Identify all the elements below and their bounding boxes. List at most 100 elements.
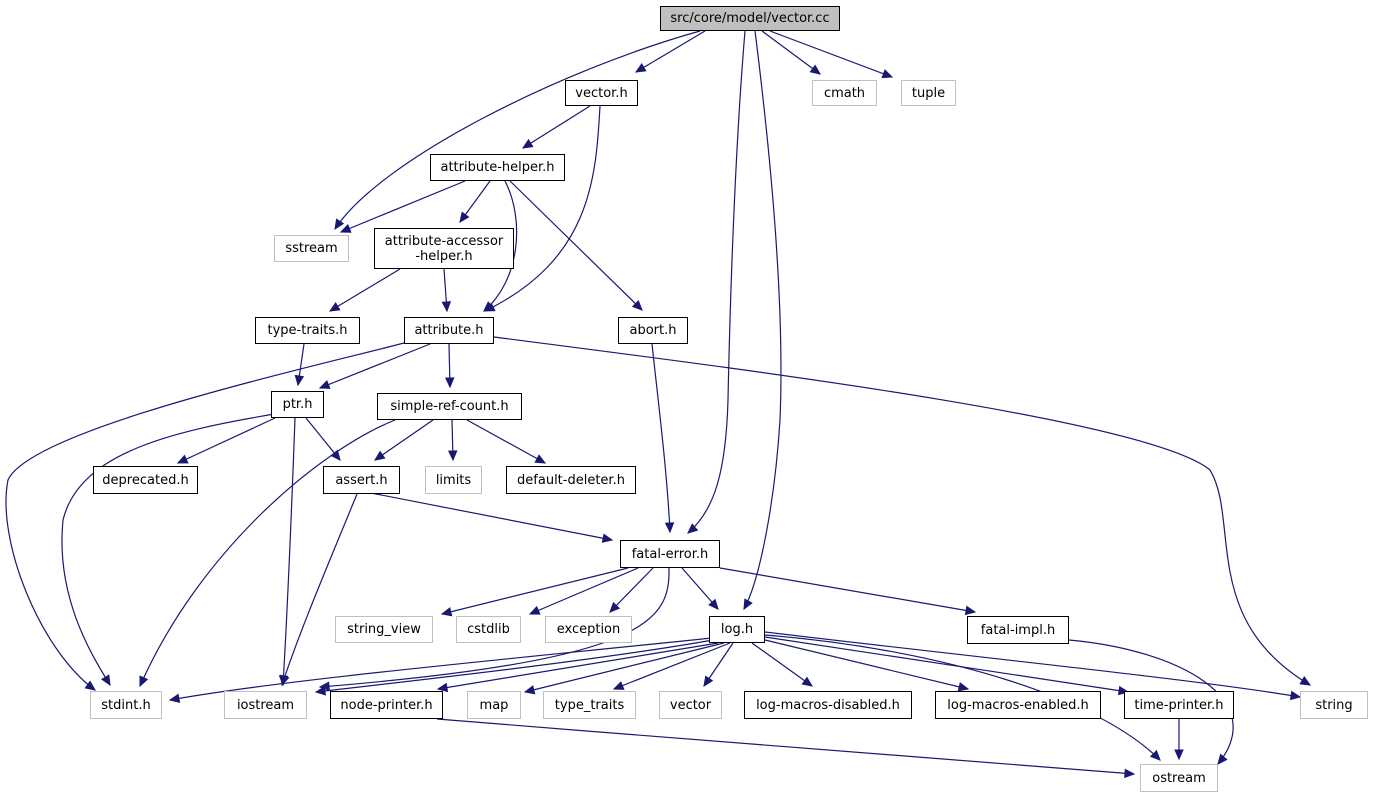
arrowhead-vector-h-to-attribute-helper-h bbox=[521, 138, 534, 149]
node-assert-h[interactable]: assert.h bbox=[323, 466, 400, 494]
edge-fatal-error-h-to-exception bbox=[609, 567, 654, 613]
arrowhead-simple-ref-count-h-to-limits bbox=[447, 450, 458, 462]
arrowhead-log-h-to-log-macros-enabled-h bbox=[957, 682, 970, 692]
node-string-view: string_view bbox=[335, 616, 433, 643]
arrowhead-log-h-to-vector bbox=[703, 675, 714, 688]
edge-attribute-h-to-stdint-h bbox=[5, 342, 405, 691]
edge-fatal-error-h-to-cstdlib bbox=[529, 567, 639, 615]
node-type-traits: type_traits bbox=[543, 691, 636, 719]
edge-log-h-to-log-macros-disabled-h bbox=[751, 642, 813, 687]
node-default-deleter-h[interactable]: default-deleter.h bbox=[506, 466, 636, 494]
edge-attribute-helper-h-to-attribute-h bbox=[483, 180, 518, 312]
node-node-printer-h[interactable]: node-printer.h bbox=[330, 691, 443, 719]
node-log-macros-enabled-h[interactable]: log-macros-enabled.h bbox=[935, 691, 1101, 719]
node-fatal-impl-h[interactable]: fatal-impl.h bbox=[967, 616, 1069, 644]
node-vector: vector bbox=[659, 691, 722, 719]
node-cstdlib: cstdlib bbox=[456, 616, 521, 643]
edge-fatal-impl-h-to-ostream bbox=[1068, 639, 1234, 765]
edge-attribute-helper-h-to-abort-h bbox=[509, 180, 643, 311]
node-ptr-h[interactable]: ptr.h bbox=[271, 391, 324, 418]
edge-vector-cc-to-vector-h bbox=[635, 30, 706, 73]
arrowhead-abort-h-to-fatal-error-h bbox=[664, 522, 675, 534]
edge-ptr-h-to-stdint-h bbox=[61, 412, 281, 686]
edge-simple-ref-count-h-to-default-deleter-h bbox=[466, 419, 546, 464]
arrowhead-fatal-error-h-to-log-h bbox=[708, 598, 719, 610]
arrowhead-attribute-helper-h-to-attribute-h bbox=[483, 301, 495, 312]
arrowhead-attribute-helper-h-to-abort-h bbox=[631, 299, 643, 311]
arrowhead-simple-ref-count-h-to-stdint-h bbox=[139, 675, 149, 688]
edge-log-h-to-map bbox=[524, 642, 725, 693]
node-log-h[interactable]: log.h bbox=[709, 616, 765, 643]
arrowhead-vector-cc-to-tuple bbox=[881, 69, 894, 79]
node-string: string bbox=[1300, 691, 1368, 719]
edge-abort-h-to-fatal-error-h bbox=[651, 343, 671, 533]
arrowhead-ptr-h-to-stdint-h bbox=[101, 674, 111, 687]
edge-vector-cc-to-fatal-error-h bbox=[687, 30, 746, 534]
node-cmath: cmath bbox=[812, 80, 877, 106]
edge-ptr-h-to-iostream bbox=[282, 417, 296, 686]
node-type-traits-h[interactable]: type-traits.h bbox=[255, 317, 360, 344]
arrowhead-log-h-to-string bbox=[1289, 690, 1302, 701]
edge-log-h-to-type-traits bbox=[613, 642, 731, 690]
node-exception: exception bbox=[545, 616, 632, 643]
edge-simple-ref-count-h-to-assert-h bbox=[374, 419, 434, 461]
node-limits: limits bbox=[425, 466, 482, 494]
edge-vector-cc-to-log-h bbox=[743, 30, 782, 610]
edge-vector-cc-to-tuple bbox=[769, 30, 893, 78]
edge-attribute-accessor-helper-h-to-type-traits-h bbox=[329, 268, 401, 312]
node-vector-cc[interactable]: src/core/model/vector.cc bbox=[660, 6, 840, 31]
edge-log-h-to-string bbox=[764, 631, 1301, 698]
arrowhead-ptr-h-to-deprecated-h bbox=[176, 454, 189, 464]
arrowhead-fatal-error-h-to-string-view bbox=[440, 607, 453, 617]
arrowhead-log-h-to-type-traits bbox=[612, 681, 625, 690]
node-attribute-helper-h[interactable]: attribute-helper.h bbox=[430, 154, 565, 181]
arrowhead-attribute-helper-h-to-attribute-accessor-helper-h bbox=[459, 211, 470, 223]
arrowhead-log-h-to-stdint-h bbox=[168, 693, 181, 703]
edge-fatal-error-h-to-string-view bbox=[441, 567, 629, 615]
arrowhead-attribute-h-to-ptr-h bbox=[318, 380, 331, 389]
arrowhead-fatal-impl-h-to-ostream bbox=[1217, 753, 1228, 765]
arrowhead-simple-ref-count-h-to-assert-h bbox=[373, 450, 386, 461]
arrowhead-assert-h-to-iostream bbox=[280, 674, 290, 687]
node-fatal-error-h[interactable]: fatal-error.h bbox=[620, 540, 720, 568]
edge-log-h-to-log-macros-enabled-h bbox=[764, 639, 969, 690]
node-abort-h[interactable]: abort.h bbox=[618, 317, 688, 344]
node-log-macros-disabled-h[interactable]: log-macros-disabled.h bbox=[744, 691, 912, 719]
edge-vector-cc-to-sstream bbox=[334, 30, 701, 230]
edge-attribute-h-to-string bbox=[493, 336, 1311, 686]
node-ostream: ostream bbox=[1140, 764, 1218, 792]
node-time-printer-h[interactable]: time-printer.h bbox=[1124, 691, 1234, 719]
edge-vector-h-to-attribute-h bbox=[484, 105, 601, 312]
node-vector-h[interactable]: vector.h bbox=[565, 80, 638, 106]
edge-log-h-to-node-printer-h bbox=[437, 642, 719, 690]
arrowhead-log-h-to-ostream bbox=[1149, 749, 1161, 761]
arrowhead-assert-h-to-fatal-error-h bbox=[601, 533, 614, 543]
node-attribute-accessor-helper-h[interactable]: attribute-accessor -helper.h bbox=[374, 228, 514, 269]
edge-log-h-to-stdint-h bbox=[169, 637, 713, 701]
edge-attribute-helper-h-to-sstream bbox=[340, 180, 466, 233]
arrowhead-type-traits-h-to-ptr-h bbox=[294, 374, 305, 387]
arrowhead-node-printer-h-to-ostream bbox=[1124, 768, 1136, 779]
node-attribute-h[interactable]: attribute.h bbox=[404, 317, 494, 344]
edge-fatal-error-h-to-fatal-impl-h bbox=[719, 567, 976, 613]
arrowhead-attribute-accessor-helper-h-to-type-traits-h bbox=[328, 302, 341, 312]
arrowhead-vector-cc-to-vector-h bbox=[634, 63, 647, 73]
edge-node-printer-h-to-ostream bbox=[436, 718, 1135, 775]
node-iostream: iostream bbox=[224, 691, 307, 719]
edge-vector-h-to-attribute-helper-h bbox=[522, 105, 591, 149]
edge-log-h-to-time-printer-h bbox=[764, 636, 1129, 693]
node-deprecated-h[interactable]: deprecated.h bbox=[93, 466, 198, 494]
arrowhead-log-h-to-iostream bbox=[314, 686, 326, 696]
node-stdint-h: stdint.h bbox=[90, 691, 162, 719]
arrowhead-attribute-h-to-stdint-h bbox=[84, 680, 96, 691]
arrowhead-attribute-accessor-helper-h-to-attribute-h bbox=[441, 301, 452, 313]
arrowhead-fatal-error-h-to-fatal-impl-h bbox=[964, 605, 977, 616]
arrowhead-attribute-h-to-string bbox=[1299, 676, 1312, 686]
node-simple-ref-count-h[interactable]: simple-ref-count.h bbox=[377, 393, 522, 420]
arrowhead-fatal-error-h-to-cstdlib bbox=[528, 605, 541, 615]
arrowhead-attribute-h-to-simple-ref-count-h bbox=[445, 377, 455, 389]
arrowhead-vector-cc-to-sstream bbox=[334, 218, 345, 231]
arrowhead-vector-cc-to-log-h bbox=[743, 598, 753, 611]
edge-log-h-to-ostream bbox=[764, 634, 1161, 761]
